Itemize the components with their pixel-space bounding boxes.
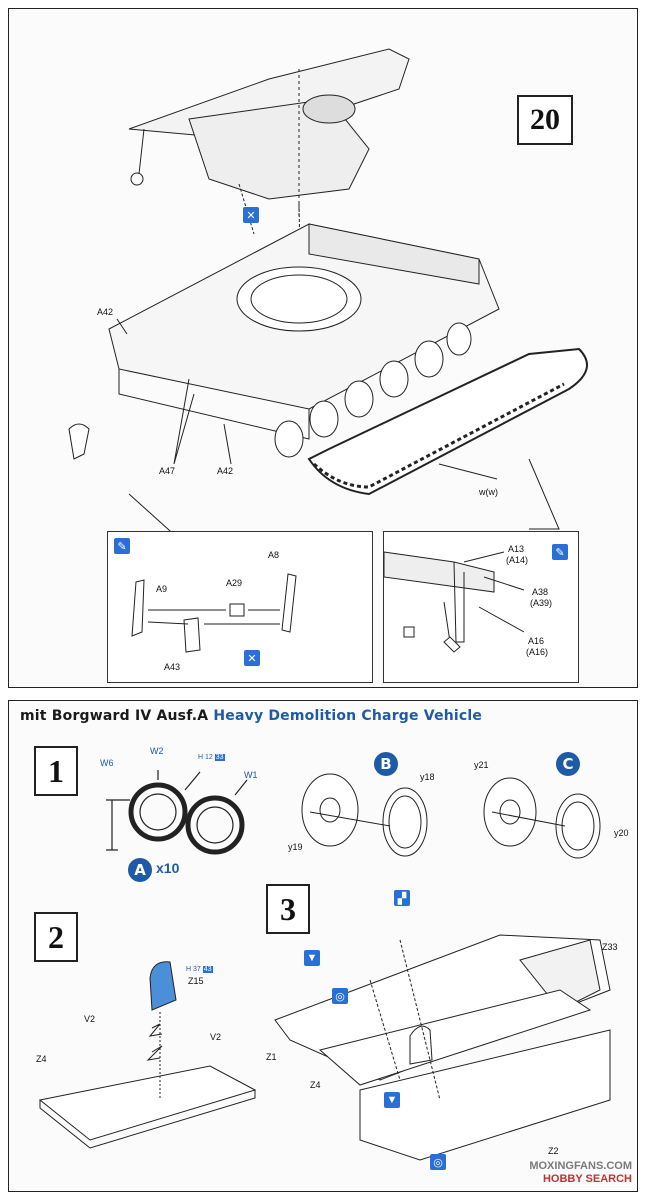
label-a38: A38 (532, 587, 549, 597)
label-a42: A42 (97, 307, 114, 317)
step-20-panel: 20 (8, 8, 638, 688)
quantity-label: x10 (156, 860, 180, 876)
paint-icon: ▞ (394, 890, 410, 906)
label-z2: Z2 (548, 1146, 559, 1156)
label-v2-lower: V2 (210, 1032, 222, 1042)
step-number-1: 1 (34, 746, 78, 796)
label-z4: Z4 (36, 1054, 47, 1064)
label-w1: W1 (244, 770, 258, 780)
label-track: w(w) (479, 487, 498, 497)
label-y20: y20 (614, 828, 629, 838)
paint-icon: ✎ (114, 538, 130, 554)
sub-assembly-a-badge: A (128, 858, 152, 882)
glue-icon: ▼ (384, 1092, 400, 1108)
label-a29: A29 (226, 578, 243, 588)
label-a47: A47 (159, 466, 176, 476)
label-a43: A43 (164, 662, 181, 672)
label-y19: y19 (288, 842, 303, 852)
label-a42-lower: A42 (217, 466, 234, 476)
glue-icon: ▼ (304, 950, 320, 966)
label-z1: Z1 (266, 1052, 277, 1062)
label-z15: Z15 (188, 976, 204, 986)
label-z33: Z33 (602, 942, 618, 952)
label-w6: W6 (100, 758, 114, 768)
detail-right: ✎ A13 (A14) A38 (A39) A16 (A16) (383, 531, 579, 683)
glue-icon: ✕ (244, 650, 260, 666)
label-v2: V2 (84, 1014, 96, 1024)
sub-assembly-c-badge: C (556, 752, 580, 776)
color-code-h12: H 12 33 (198, 754, 225, 761)
label-y18: y18 (420, 772, 435, 782)
step-number-3: 3 (266, 884, 310, 934)
step-number-20: 20 (517, 95, 573, 145)
label-a39: (A39) (530, 598, 553, 608)
glue-icon: ◎ (430, 1154, 446, 1170)
glue-icon: ◎ (332, 988, 348, 1004)
label-a9: A9 (156, 584, 168, 594)
label-a13: A13 (508, 544, 525, 554)
watermark: MOXINGFANS.COM HOBBY SEARCH (529, 1160, 632, 1185)
turret-crane-drawing (68, 48, 588, 540)
label-a16-paren: (A16) (526, 647, 549, 657)
label-a16: A16 (528, 636, 545, 646)
label-w2: W2 (150, 746, 164, 756)
paint-icon: ✎ (552, 544, 568, 560)
sub-assembly-b-badge: B (374, 752, 398, 776)
label-z4-step3: Z4 (310, 1080, 321, 1090)
detail-left: ✎ ✕ A8 A9 A29 A43 (107, 531, 373, 683)
section-title: mit Borgward IV Ausf.A Heavy Demolition … (20, 708, 483, 724)
glue-icon: ✕ (243, 207, 259, 223)
color-code-h37: H 37 43 (186, 966, 213, 973)
label-y21: y21 (474, 760, 489, 770)
label-a14: (A14) (506, 555, 529, 565)
label-a8: A8 (268, 550, 280, 560)
step-number-2: 2 (34, 912, 78, 962)
